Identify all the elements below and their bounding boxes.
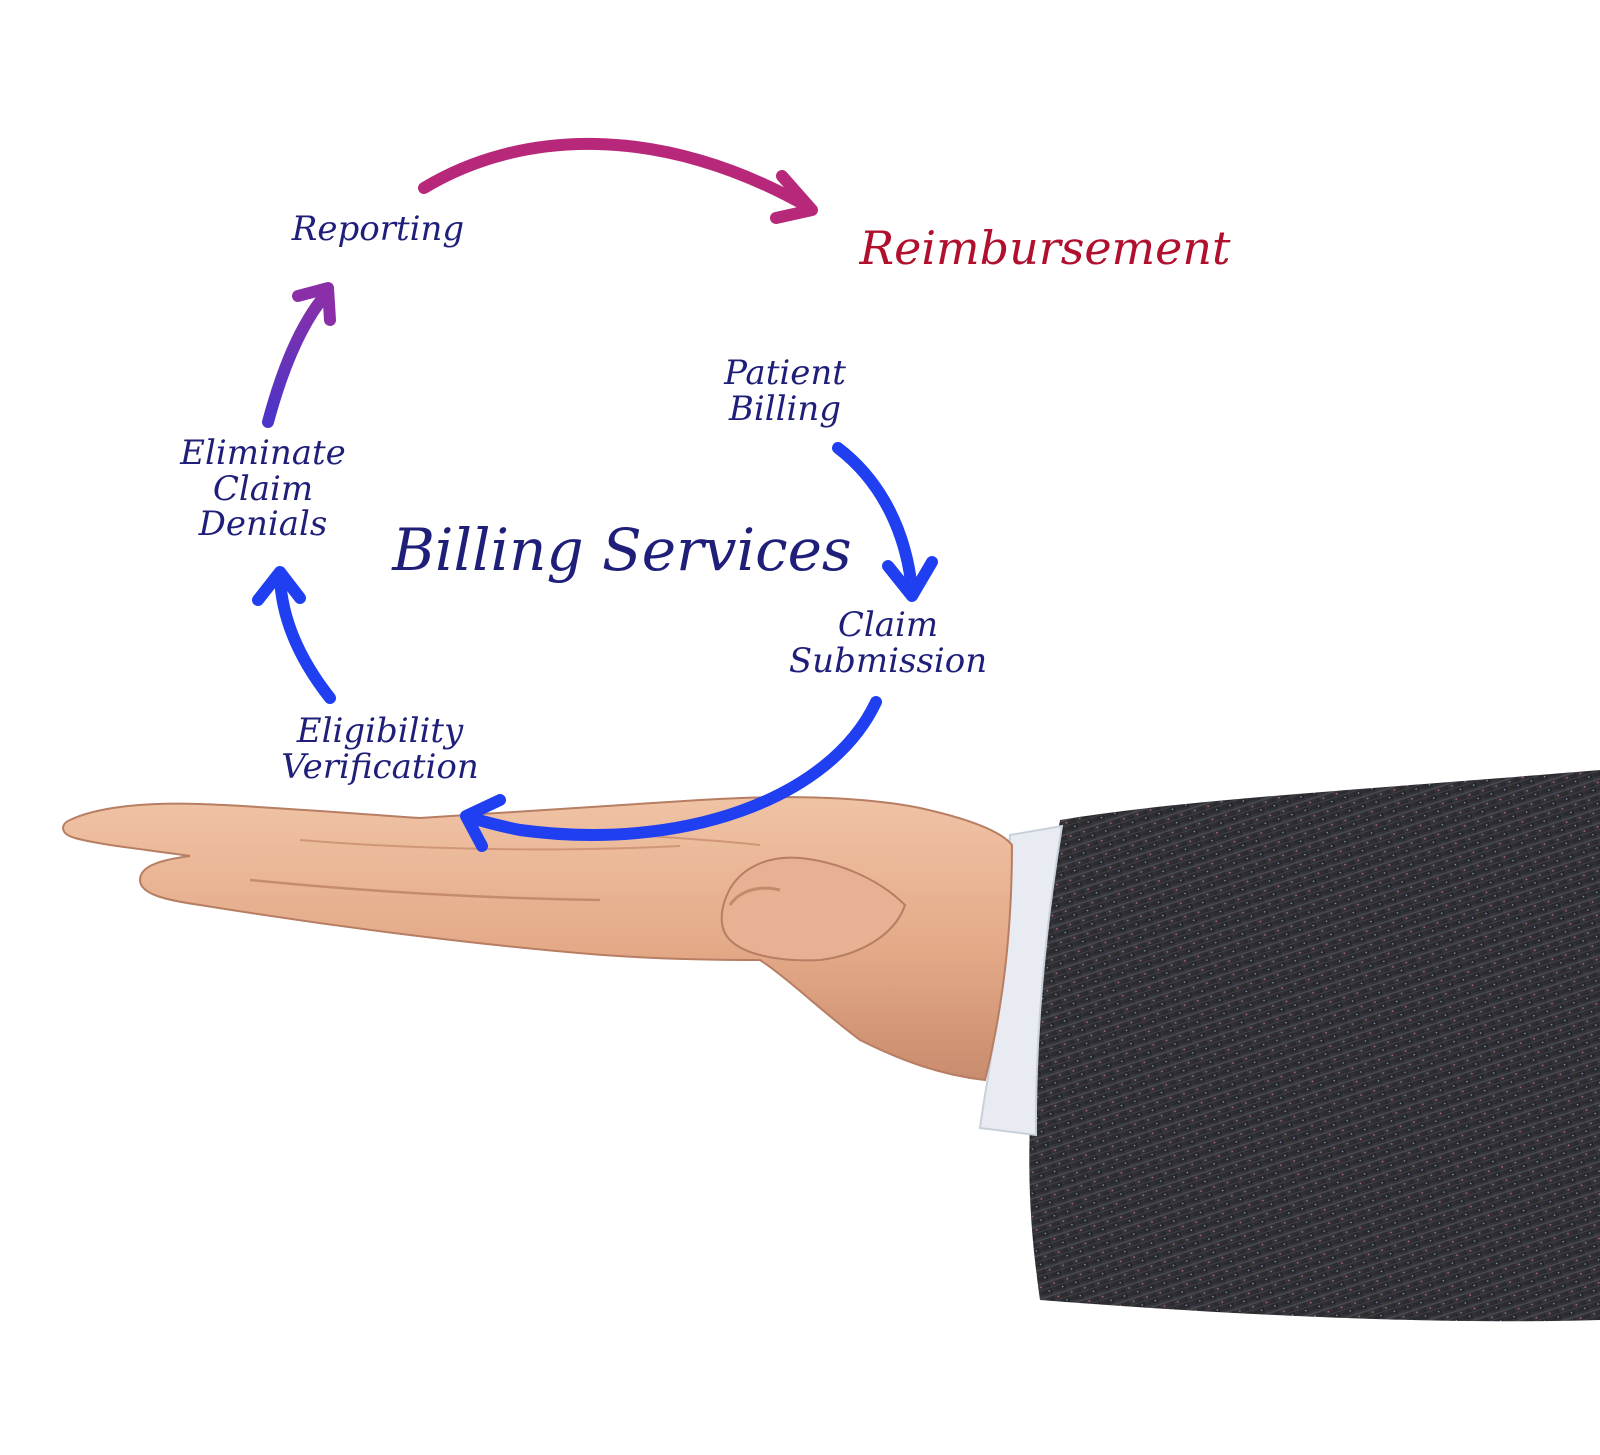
step-label-eliminate-claim-denials: Eliminate Claim Denials [158, 433, 368, 545]
curved-arrow-icon [262, 282, 336, 428]
outcome-label-reimbursement: Reimbursement [859, 221, 1231, 275]
step-line: Reporting [291, 209, 465, 249]
step-label-eligibility-verification: Eligibility Verification [250, 711, 510, 787]
step-line: Billing [728, 388, 842, 429]
curved-arrow-icon [460, 696, 882, 852]
open-hand-illustration [62, 796, 1014, 1082]
step-line: Claim [212, 468, 314, 509]
step-label-reporting: Reporting [268, 209, 488, 249]
curved-arrow-icon [252, 566, 336, 704]
step-line: Claim [837, 605, 939, 645]
step-line: Patient [724, 353, 846, 393]
step-line: Eliminate [180, 433, 346, 473]
step-line: Verification [281, 746, 479, 787]
center-title: Billing Services [392, 516, 852, 584]
step-line: Submission [788, 640, 988, 681]
curved-arrow-icon [418, 137, 818, 224]
step-line: Eligibility [296, 711, 464, 751]
suit-sleeve-illustration [1029, 770, 1600, 1322]
step-label-patient-billing: Patient Billing [700, 353, 870, 429]
step-line: Denials [198, 504, 328, 545]
step-label-claim-submission: Claim Submission [768, 605, 1008, 681]
curved-arrow-icon [832, 442, 938, 602]
